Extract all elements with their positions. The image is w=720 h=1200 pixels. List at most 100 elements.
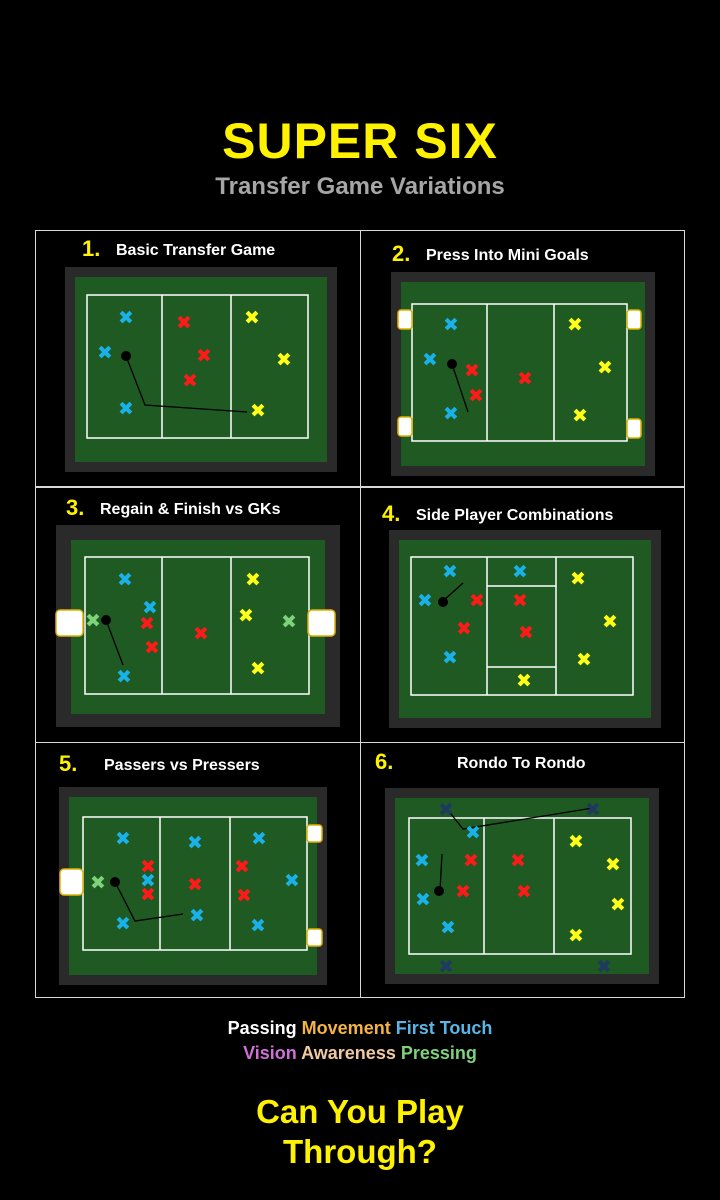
- panel-3: 3. Regain & Finish vs GKs ✖ ✖ ✖ ✖ ✖: [35, 487, 360, 742]
- blue-player-marker: ✖: [116, 666, 132, 688]
- red-player-marker: ✖: [234, 856, 250, 878]
- field-lines: [410, 556, 634, 696]
- ball: [447, 359, 457, 369]
- green-keeper-marker: ✖: [85, 610, 101, 632]
- blue-player-marker: ✖: [250, 915, 266, 937]
- goal: [307, 609, 336, 637]
- blue-player-marker: ✖: [187, 832, 203, 854]
- yellow-player-marker: ✖: [567, 314, 583, 336]
- pitch-svg: ✖ ✖ ✖ ✖ ✖ ✖ ✖ ✖ ✖ ✖ ✖: [55, 525, 340, 727]
- blue-player-marker: ✖: [118, 307, 134, 329]
- pitch-svg: ✖ ✖ ✖ ✖ ✖ ✖ ✖ ✖ ✖: [391, 272, 655, 476]
- red-player-marker: ✖: [182, 370, 198, 392]
- pitch-diagram: ✖ ✖ ✖ ✖ ✖ ✖ ✖ ✖ ✖ ✖ ✖: [53, 525, 343, 727]
- grid-border-left: [35, 230, 36, 998]
- blue-player-marker: ✖: [142, 597, 158, 619]
- panel-title: Regain & Finish vs GKs: [100, 501, 281, 518]
- red-player-marker: ✖: [140, 884, 156, 906]
- blue-player-marker: ✖: [443, 314, 459, 336]
- pass-line: [114, 881, 184, 922]
- panel-number: 2.: [392, 241, 411, 266]
- red-player-marker: ✖: [463, 850, 479, 872]
- pitch-svg: ✖ ✖ ✖ ✖ ✖ ✖ ✖ ✖ ✖ ✖ ✖ ✖ ✖ ✖ ✖ ✖: [385, 788, 659, 984]
- panel-6: 6. Rondo To Rondo ✖ ✖ ✖ ✖ ✖ ✖ ✖: [360, 743, 685, 998]
- goal: [59, 868, 84, 896]
- yellow-player-marker: ✖: [238, 605, 254, 627]
- field-lines: [86, 294, 309, 439]
- yellow-player-marker: ✖: [516, 670, 532, 692]
- blue-player-marker: ✖: [443, 403, 459, 425]
- red-player-marker: ✖: [236, 885, 252, 907]
- field-lines: [411, 303, 628, 442]
- pitch-surface: [71, 540, 325, 714]
- red-player-marker: ✖: [516, 881, 532, 903]
- red-player-marker: ✖: [187, 874, 203, 896]
- panel-title: Rondo To Rondo: [457, 755, 586, 772]
- green-keeper-marker: ✖: [281, 611, 297, 633]
- blue-player-marker: ✖: [251, 828, 267, 850]
- panel-1: 1. Basic Transfer Game ✖ ✖ ✖ ✖ ✖ ✖ ✖: [35, 230, 360, 486]
- blue-player-marker: ✖: [512, 561, 528, 583]
- grid-divider-row2: [35, 742, 685, 743]
- blue-player-marker: ✖: [415, 889, 431, 911]
- blue-player-marker: ✖: [442, 647, 458, 669]
- pitch-diagram: ✖ ✖ ✖ ✖ ✖ ✖ ✖ ✖ ✖ ✖ ✖ ✖ ✖ ✖ ✖ ✖: [385, 788, 659, 984]
- skill-first-touch: First Touch: [395, 1018, 493, 1038]
- ball: [438, 597, 448, 607]
- panel-number: 3.: [66, 495, 85, 520]
- blue-player-marker: ✖: [115, 828, 131, 850]
- pitch-svg: ✖ ✖ ✖ ✖ ✖ ✖ ✖ ✖ ✖: [65, 267, 337, 472]
- skill-pressing: Pressing: [400, 1043, 477, 1063]
- blue-player-marker: ✖: [140, 870, 156, 892]
- skills-line-2: Vision Awareness Pressing: [0, 1043, 720, 1064]
- yellow-player-marker: ✖: [570, 568, 586, 590]
- pitch-surface: [75, 277, 327, 462]
- mini-goal: [626, 418, 642, 439]
- blue-player-marker: ✖: [97, 342, 113, 364]
- panel-4: 4. Side Player Combinations ✖ ✖ ✖ ✖ ✖: [360, 487, 685, 742]
- ball: [110, 877, 120, 887]
- red-player-marker: ✖: [144, 637, 160, 659]
- green-player-marker: ✖: [90, 872, 106, 894]
- grid-divider-row1: [35, 486, 685, 488]
- yellow-player-marker: ✖: [610, 894, 626, 916]
- skill-awareness: Awareness: [301, 1043, 396, 1063]
- yellow-player-marker: ✖: [568, 831, 584, 853]
- red-player-marker: ✖: [140, 856, 156, 878]
- yellow-player-marker: ✖: [250, 658, 266, 680]
- pitch-surface: [401, 282, 645, 466]
- blue-player-marker: ✖: [118, 398, 134, 420]
- blue-player-marker: ✖: [465, 822, 481, 844]
- blue-player-marker: ✖: [284, 870, 300, 892]
- red-player-marker: ✖: [469, 590, 485, 612]
- pass-line: [105, 619, 124, 666]
- yellow-player-marker: ✖: [605, 854, 621, 876]
- panel-number: 4.: [382, 501, 401, 526]
- pass-line: [439, 853, 443, 892]
- ball: [101, 615, 111, 625]
- pitch-svg: ✖ ✖ ✖ ✖ ✖ ✖ ✖ ✖ ✖ ✖ ✖ ✖: [389, 530, 661, 728]
- mini-goal: [397, 416, 413, 437]
- red-player-marker: ✖: [468, 385, 484, 407]
- navy-player-marker: ✖: [438, 956, 454, 978]
- grid-border-right: [684, 230, 685, 998]
- pitch-surface: [395, 798, 649, 974]
- panel-title: Basic Transfer Game: [116, 242, 276, 259]
- ball: [434, 886, 444, 896]
- red-player-marker: ✖: [176, 312, 192, 334]
- pass-line: [446, 807, 594, 830]
- red-player-marker: ✖: [512, 590, 528, 612]
- panel-number: 6.: [375, 749, 394, 774]
- panel-number: 1.: [82, 236, 101, 261]
- red-player-marker: ✖: [196, 345, 212, 367]
- navy-player-marker: ✖: [585, 799, 601, 821]
- blue-player-marker: ✖: [442, 561, 458, 583]
- page-title: SUPER SIX: [222, 113, 498, 169]
- yellow-player-marker: ✖: [576, 649, 592, 671]
- cta-line-1: Can You Play: [256, 1093, 464, 1130]
- blue-player-marker: ✖: [189, 905, 205, 927]
- mini-goal: [397, 309, 413, 330]
- blue-player-marker: ✖: [422, 349, 438, 371]
- mini-goal: [306, 824, 323, 843]
- yellow-player-marker: ✖: [597, 357, 613, 379]
